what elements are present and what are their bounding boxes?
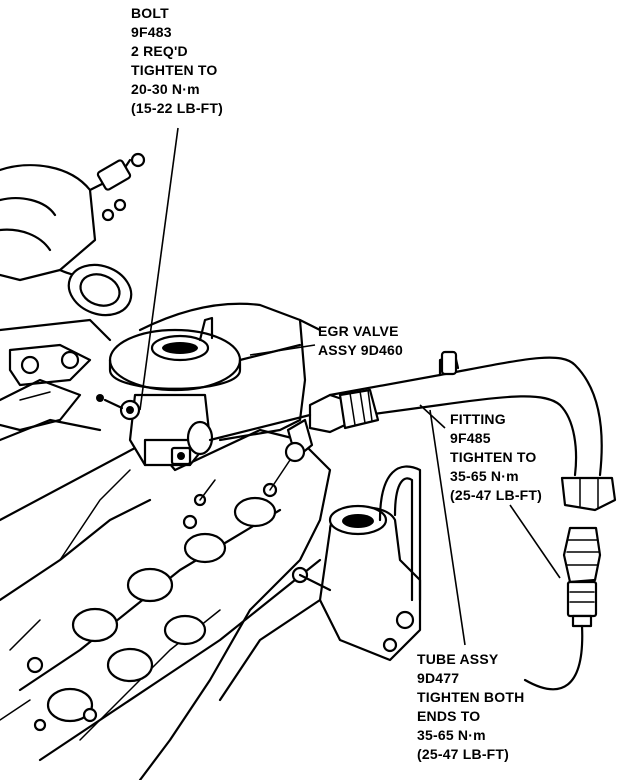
bolt-line-6: (15-22 LB-FT) [131,100,224,116]
fitting-lower-leader [509,504,561,579]
fitting-line-4: 35-65 N·m [450,468,519,484]
tube-line-3: TIGHTEN BOTH [417,689,525,705]
egr-valve [96,316,242,467]
tube-line-1: TUBE ASSY [417,651,499,667]
bolt-line-5: 20-30 N·m [131,81,200,97]
bolt-callout: BOLT 9F483 2 REQ'D TIGHTEN TO 20-30 N·m … [131,4,223,118]
bolt-line-1: BOLT [131,5,169,21]
bolt-leader [139,127,179,411]
egr-valve-leader [249,344,316,356]
fitting-line-5: (25-47 LB-FT) [450,487,543,503]
fitting-leader [419,404,446,429]
tube-line-6: (25-47 LB-FT) [417,746,510,762]
tube-line-5: 35-65 N·m [417,727,486,743]
upper-intake [0,152,146,442]
fitting-callout: FITTING 9F485 TIGHTEN TO 35-65 N·m (25-4… [450,410,542,505]
tube-line-2: 9D477 [417,670,460,686]
egr-valve-callout: EGR VALVE ASSY 9D460 [318,322,403,360]
leader-lines [139,127,561,646]
egr-valve-line-1: EGR VALVE [318,323,399,339]
tube-line-4: ENDS TO [417,708,481,724]
engine-block [0,428,332,780]
fitting-line-1: FITTING [450,411,506,427]
tube-callout: TUBE ASSY 9D477 TIGHTEN BOTH ENDS TO 35-… [417,650,524,764]
bolt-line-4: TIGHTEN TO [131,62,218,78]
tube-leader [429,409,466,646]
fitting-line-2: 9F485 [450,430,491,446]
fitting-line-3: TIGHTEN TO [450,449,537,465]
water-outlet-housing [218,465,422,702]
egr-valve-line-2: ASSY 9D460 [318,342,404,358]
bolt-line-2: 9F483 [131,24,172,40]
egr-tube [208,350,617,691]
bolt-line-3: 2 REQ'D [131,43,188,59]
